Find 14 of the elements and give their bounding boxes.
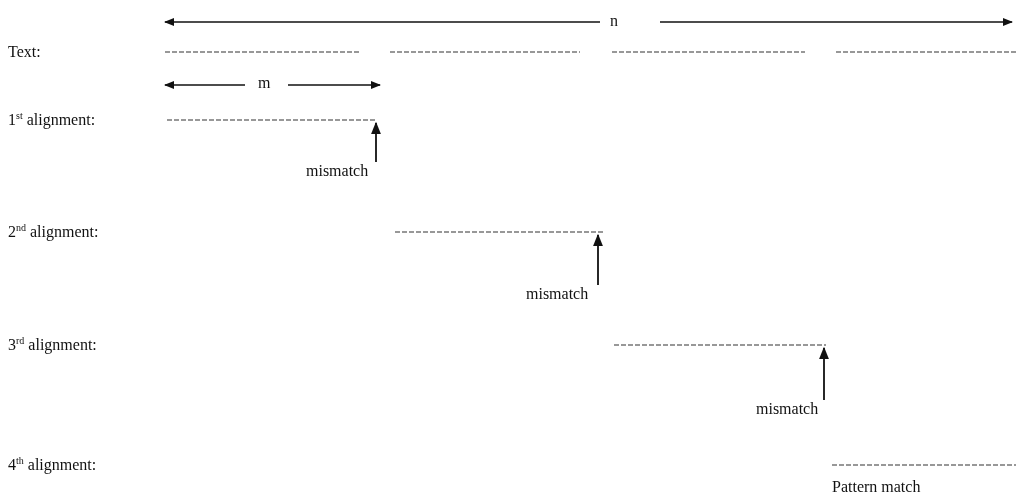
row-label: 4$^{th}$ alignment: — [8, 456, 97, 474]
callout-text: mismatch — [526, 285, 589, 303]
dimension-label: n — [610, 12, 618, 30]
dimension-label: m — [258, 74, 271, 92]
arrow — [818, 346, 830, 401]
arrow — [370, 121, 382, 163]
arrow — [592, 233, 604, 286]
callout-text: mismatch — [306, 162, 369, 180]
row-label: 1$^{st}$ alignment: — [8, 111, 96, 129]
row-label: 3$^{rd}$ alignment: — [8, 336, 97, 354]
row-label: Text: — [8, 43, 41, 61]
result-label: Pattern match — [832, 478, 921, 496]
row-label: 2$^{nd}$ alignment: — [8, 223, 99, 241]
callout-text: mismatch — [756, 400, 819, 418]
